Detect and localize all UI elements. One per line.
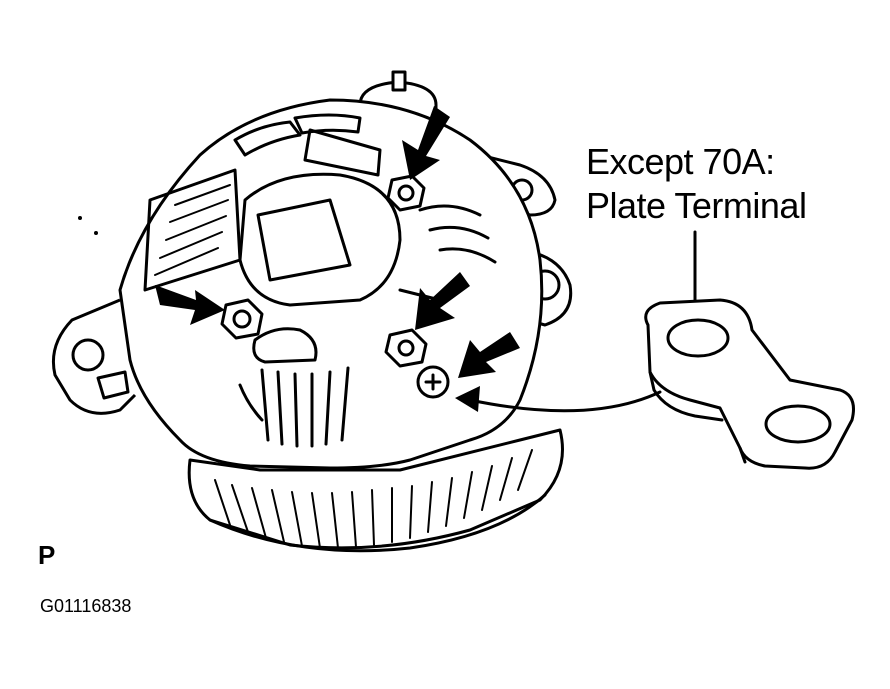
- pointer-arrow-right: [458, 332, 520, 378]
- pointer-arrow-top: [402, 106, 450, 180]
- plate-terminal-icon: [644, 298, 855, 470]
- terminal-screw-icon: [416, 365, 450, 399]
- view-letter: P: [38, 540, 56, 570]
- bolt-right-icon: [384, 328, 428, 368]
- pointer-arrow-middle: [415, 272, 470, 330]
- curved-arrow: [455, 386, 662, 413]
- bolt-top-icon: [386, 174, 426, 212]
- pointer-arrow-left: [155, 285, 225, 325]
- figure-id: G01116838: [40, 596, 132, 616]
- callout-line-2: Plate Terminal: [586, 185, 807, 226]
- callout-label: Except 70A: Plate Terminal: [586, 140, 807, 228]
- callout-line-1: Except 70A:: [586, 141, 775, 182]
- alternator-icon: [51, 70, 573, 553]
- bolt-left-icon: [220, 298, 264, 340]
